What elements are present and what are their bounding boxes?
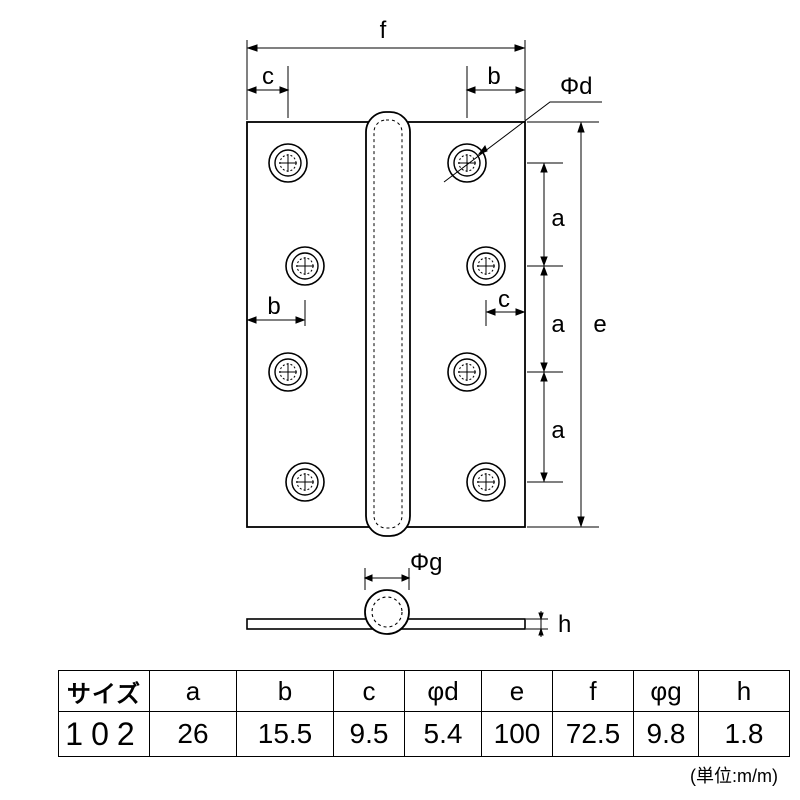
spec-header-row: サイズ a b c φd e f φg h [58, 670, 790, 712]
label-a-1: a [551, 205, 565, 232]
dimension-b-middle [246, 300, 306, 326]
cell-b: 15.5 [236, 711, 334, 757]
label-b-middle: b [267, 293, 280, 320]
header-size: サイズ [58, 670, 150, 712]
header-a: a [149, 670, 237, 712]
dimension-g [363, 568, 411, 590]
label-d: Φd [560, 73, 593, 100]
dimension-d-leader [443, 101, 602, 183]
hinge-knuckle [365, 111, 411, 537]
dimension-a [527, 162, 563, 483]
label-e: e [593, 311, 606, 338]
cell-d: 5.4 [404, 711, 482, 757]
hinge-drawing: f c b Φd b c a a a e Φg h [246, 17, 607, 638]
header-d: φd [404, 670, 482, 712]
cell-c: 9.5 [333, 711, 405, 757]
header-b: b [236, 670, 334, 712]
screw-hole [268, 352, 308, 392]
unit-note: (単位:m/m) [690, 766, 778, 786]
screw-hole [285, 246, 325, 286]
label-a-3: a [551, 417, 565, 444]
screw-hole [447, 352, 487, 392]
dimension-h [526, 611, 548, 637]
screw-hole [466, 462, 506, 502]
header-g: φg [633, 670, 699, 712]
header-h: h [698, 670, 790, 712]
dimension-c-middle [485, 300, 526, 326]
header-c: c [333, 670, 405, 712]
cell-a: 26 [149, 711, 237, 757]
hinge-pin-hidden [373, 119, 403, 529]
spec-data-row: 102 26 15.5 9.5 5.4 100 72.5 9.8 1.8 [58, 711, 790, 757]
label-f: f [380, 17, 387, 44]
dimension-c-top [246, 66, 290, 118]
header-e: e [481, 670, 553, 712]
label-c-top: c [262, 63, 274, 90]
cell-g: 9.8 [633, 711, 699, 757]
cell-e: 100 [481, 711, 553, 757]
screw-hole [285, 462, 325, 502]
screw-hole [268, 143, 308, 183]
label-h: h [558, 611, 571, 638]
cell-size: 102 [58, 711, 150, 757]
spec-table: サイズ a b c φd e f φg h 102 26 15.5 9.5 5.… [58, 670, 790, 757]
dimension-e [527, 121, 599, 528]
label-a-2: a [551, 311, 565, 338]
cell-h: 1.8 [698, 711, 790, 757]
label-b-top: b [487, 63, 500, 90]
screw-hole [447, 143, 487, 183]
dimension-f [246, 40, 526, 120]
cell-f: 72.5 [552, 711, 634, 757]
screw-hole [466, 246, 506, 286]
label-g: Φg [410, 549, 443, 576]
hinge-side-view [246, 589, 526, 635]
header-f: f [552, 670, 634, 712]
dimension-b-top [465, 66, 526, 118]
label-c-middle: c [498, 286, 510, 313]
